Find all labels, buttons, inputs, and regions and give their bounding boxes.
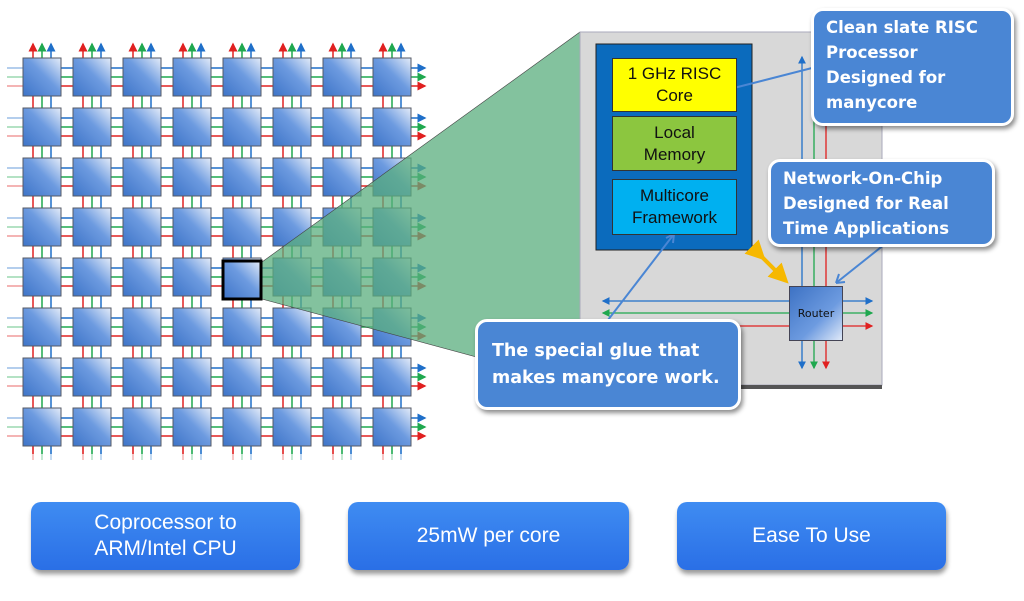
callout-line: Designed for Real (783, 194, 949, 213)
mesh-core[interactable] (172, 157, 212, 197)
mesh-core[interactable] (172, 307, 212, 347)
mesh-core[interactable] (322, 57, 362, 97)
risc-core-label-line1: 1 GHz RISC (627, 64, 722, 83)
highlighted-core[interactable] (221, 259, 263, 301)
mesh-core[interactable] (122, 357, 162, 397)
mesh-core[interactable] (22, 207, 62, 247)
mesh-core[interactable] (122, 207, 162, 247)
mesh-core[interactable] (22, 307, 62, 347)
mesh-core[interactable] (22, 157, 62, 197)
local-memory-label-line1: Local (654, 122, 695, 142)
core-router-bus-arrow (744, 239, 789, 284)
mesh-core[interactable] (172, 257, 212, 297)
mesh-core[interactable] (172, 207, 212, 247)
mesh-core[interactable] (272, 157, 312, 197)
mesh-core[interactable] (222, 57, 262, 97)
feature-line: Ease To Use (752, 524, 871, 547)
risc-core-block: 1 GHz RISC Core (612, 58, 737, 112)
mesh-core[interactable] (372, 57, 412, 97)
mesh-core[interactable] (122, 157, 162, 197)
mesh-core[interactable] (372, 407, 412, 447)
mesh-core[interactable] (322, 157, 362, 197)
mesh-core[interactable] (272, 107, 312, 147)
mesh-core[interactable] (122, 257, 162, 297)
mesh-core[interactable] (222, 107, 262, 147)
mesh-core[interactable] (272, 307, 312, 347)
framework-label-line2: Framework (631, 208, 717, 227)
router-block: Router (789, 286, 843, 341)
callout-line: Time Applications (783, 219, 950, 238)
mesh-core[interactable] (122, 57, 162, 97)
mesh-core[interactable] (372, 107, 412, 147)
callout-line: Processor (826, 43, 918, 62)
feature-line: ARM/Intel CPU (94, 537, 237, 560)
mesh-core[interactable] (222, 207, 262, 247)
mesh-core[interactable] (122, 307, 162, 347)
mesh-core[interactable] (172, 107, 212, 147)
callout-line: manycore (826, 93, 918, 112)
local-memory-label-line2: Memory (643, 144, 706, 164)
mesh-core[interactable] (22, 107, 62, 147)
mesh-core[interactable] (372, 357, 412, 397)
callout-line: The special glue that (492, 341, 700, 361)
framework-label-line1: Multicore (640, 186, 709, 205)
callout-line: Network-On-Chip (783, 169, 943, 188)
feature-coprocessor: Coprocessor to ARM/Intel CPU (31, 502, 300, 570)
mesh-core[interactable] (22, 257, 62, 297)
mesh-core[interactable] (72, 357, 112, 397)
mesh-core[interactable] (72, 407, 112, 447)
mesh-core[interactable] (272, 57, 312, 97)
glue-callout-pointer (607, 233, 675, 321)
mesh-core[interactable] (322, 407, 362, 447)
mesh-core[interactable] (222, 407, 262, 447)
mesh-core[interactable] (272, 357, 312, 397)
mesh-core[interactable] (72, 307, 112, 347)
callout-line: Clean slate RISC (826, 18, 978, 37)
mesh-core[interactable] (222, 157, 262, 197)
mesh-core[interactable] (22, 407, 62, 447)
network-on-chip-callout: Network-On-Chip Designed for Real Time A… (768, 159, 995, 247)
mesh-core[interactable] (72, 107, 112, 147)
mesh-core[interactable] (272, 407, 312, 447)
risc-callout-pointer (725, 67, 813, 91)
mesh-core[interactable] (72, 57, 112, 97)
mesh-core[interactable] (72, 257, 112, 297)
mesh-core[interactable] (72, 207, 112, 247)
mesh-core[interactable] (22, 357, 62, 397)
mesh-core[interactable] (322, 357, 362, 397)
noc-callout-pointer (835, 239, 891, 284)
router-label: Router (797, 307, 835, 320)
feature-ease-of-use: Ease To Use (677, 502, 946, 570)
mesh-core[interactable] (122, 107, 162, 147)
mesh-core[interactable] (222, 357, 262, 397)
mesh-core[interactable] (222, 307, 262, 347)
risc-processor-callout: Clean slate RISC Processor Designed for … (811, 8, 1014, 126)
feature-line: Coprocessor to (94, 511, 237, 534)
feature-line: 25mW per core (416, 524, 561, 547)
special-glue-callout: The special glue that makes manycore wor… (475, 319, 741, 410)
risc-core-label-line2: Core (656, 86, 693, 105)
mesh-core[interactable] (122, 407, 162, 447)
mesh-core[interactable] (72, 157, 112, 197)
feature-power: 25mW per core (348, 502, 629, 570)
mesh-core[interactable] (22, 57, 62, 97)
callout-line: makes manycore work. (492, 368, 720, 388)
mesh-core[interactable] (322, 107, 362, 147)
mesh-core[interactable] (172, 57, 212, 97)
mesh-core[interactable] (172, 407, 212, 447)
callout-line: Designed for (826, 68, 946, 87)
mesh-core[interactable] (172, 357, 212, 397)
